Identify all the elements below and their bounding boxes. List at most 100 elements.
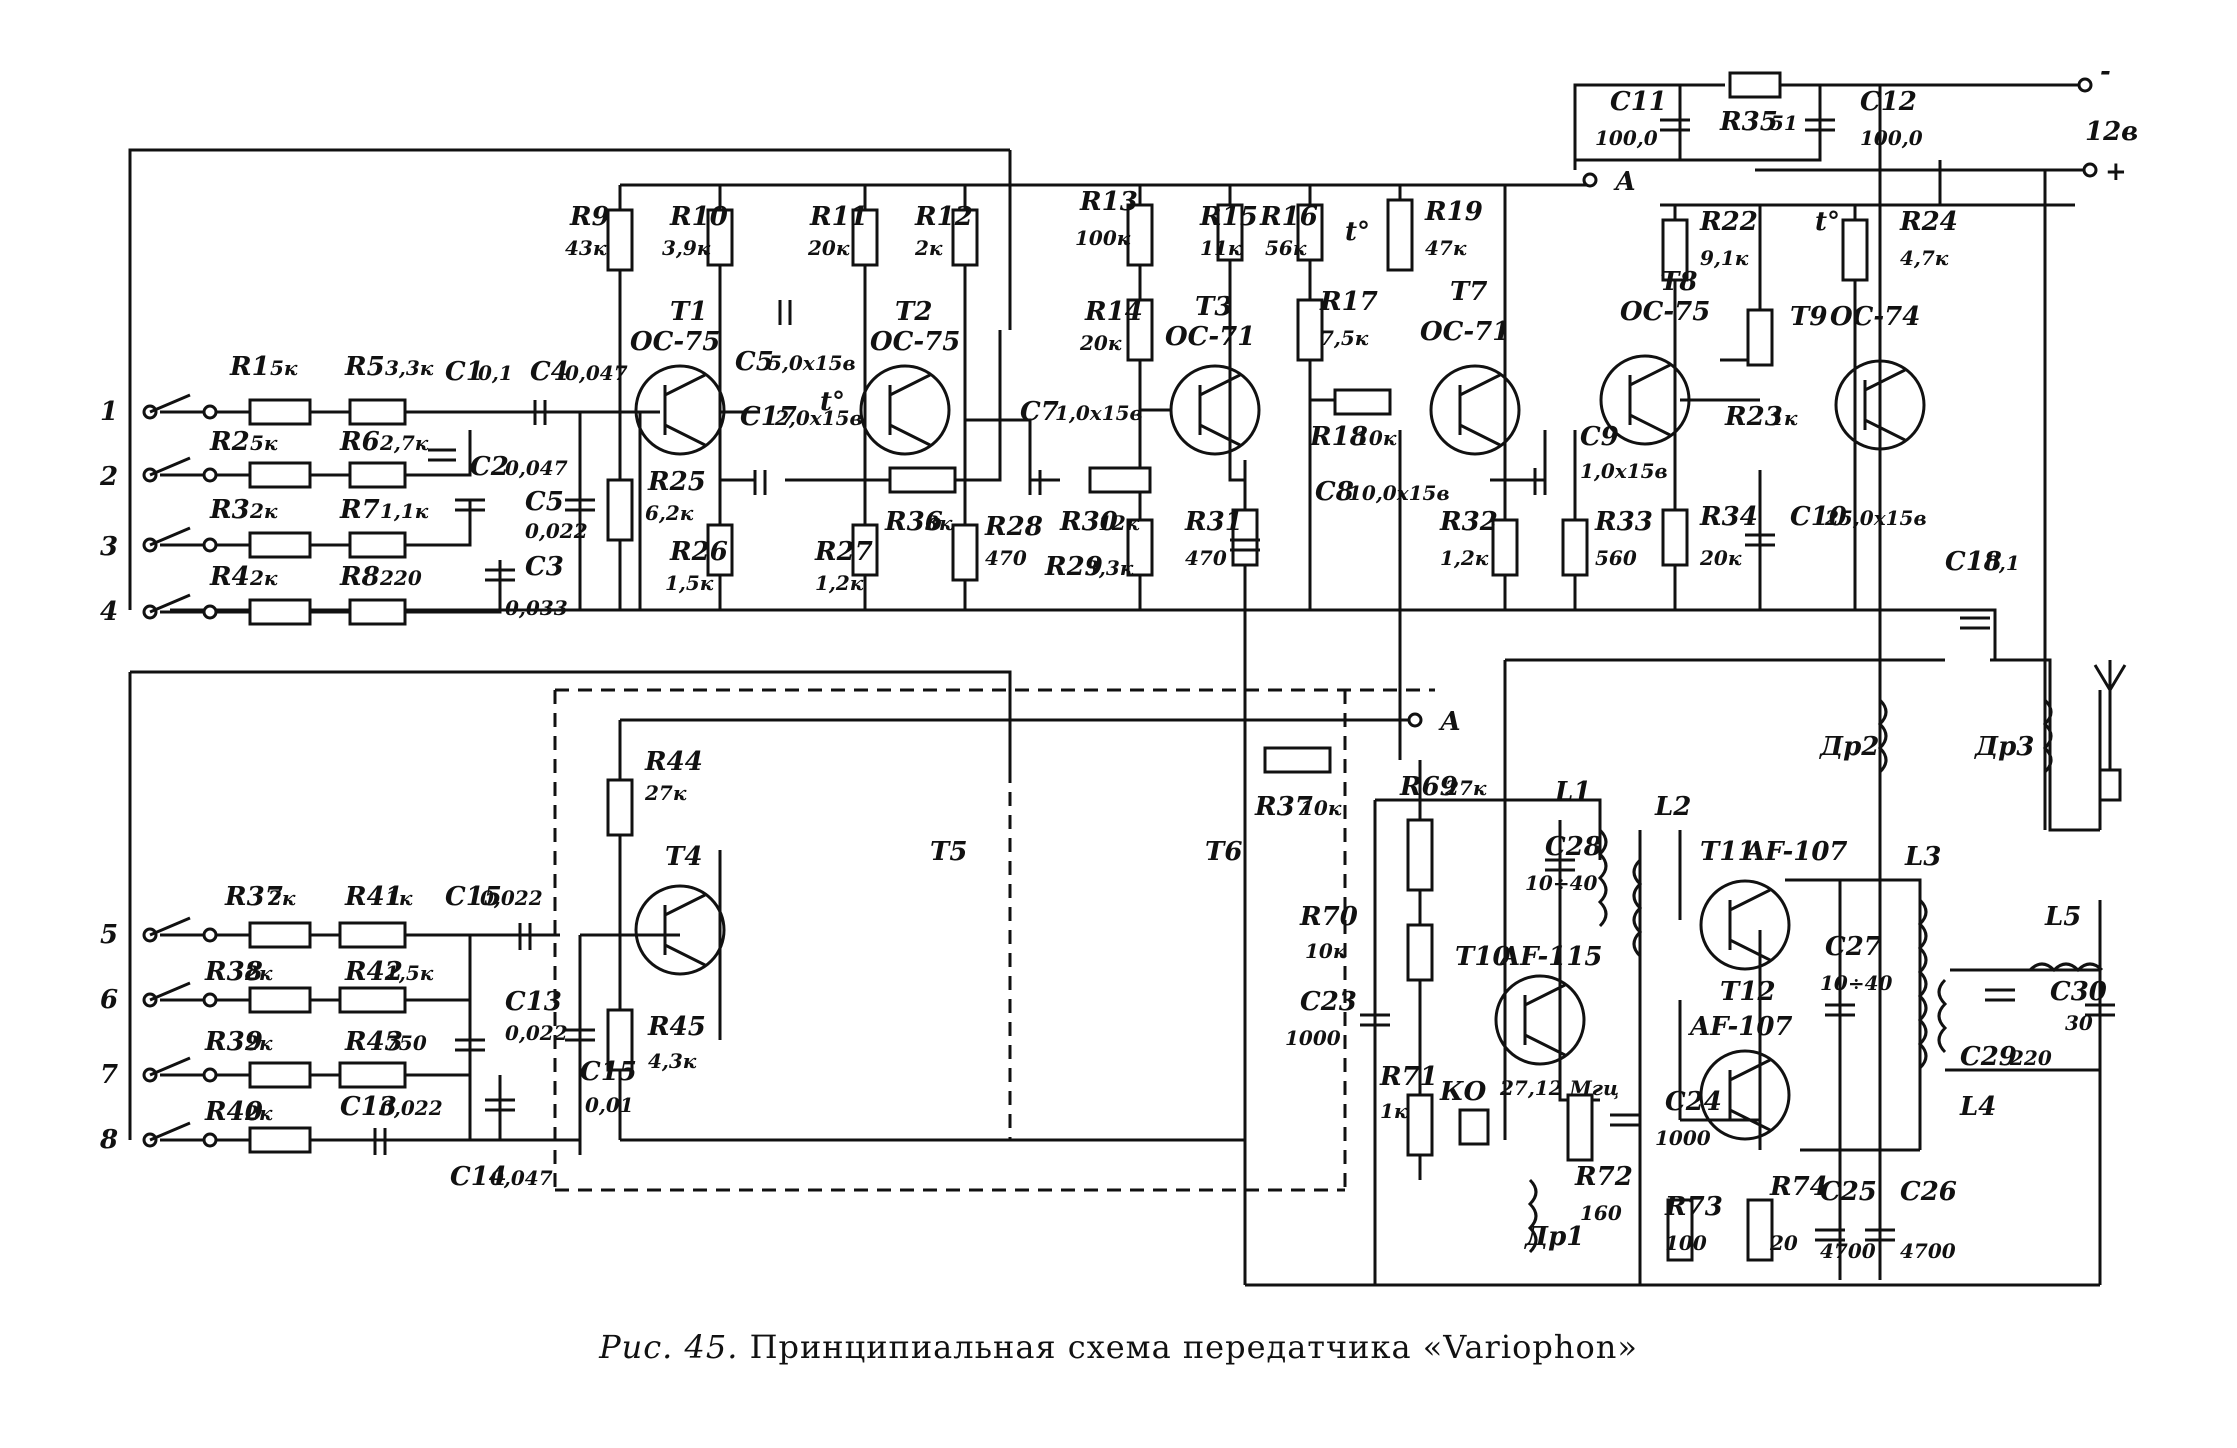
- T2-name: T2: [895, 297, 932, 327]
- C15-name: C15: [445, 882, 502, 912]
- R30-value: 12к: [1098, 511, 1140, 535]
- T10-name: T10: [1455, 942, 1511, 972]
- T3-type: ОС-71: [1165, 322, 1255, 352]
- R1-name: R1: [229, 352, 270, 382]
- R10-value: 3,9к: [662, 236, 711, 260]
- R29-name: R29: [1044, 552, 1103, 582]
- R43-value: 750: [385, 1031, 427, 1055]
- input-label-1: 1: [100, 397, 118, 427]
- R15-value: 11к: [1200, 236, 1242, 260]
- node-a-top: А: [1613, 167, 1636, 197]
- R1-value: 5к: [270, 356, 298, 380]
- T7-name: T7: [1450, 277, 1487, 307]
- R23-value: 1к: [1770, 406, 1798, 430]
- C24-value: 1000: [1655, 1126, 1711, 1150]
- C17-name: C17: [740, 402, 797, 432]
- module-t5: T5: [930, 837, 967, 867]
- C13a-value: 0,022: [505, 1021, 568, 1045]
- input-switch-1: [142, 393, 218, 420]
- R33-value: 560: [1595, 546, 1637, 570]
- C7-name: C7: [1020, 397, 1059, 427]
- crystal-name: КО: [1439, 1077, 1487, 1107]
- R18-value: 10к: [1355, 426, 1397, 450]
- R24-value: 4,7к: [1900, 246, 1949, 270]
- DR3-name: Др3: [1973, 732, 2034, 762]
- R17-name: R17: [1319, 287, 1378, 317]
- R44-name: R44: [644, 747, 703, 777]
- R4-value: 2к: [249, 566, 278, 590]
- C4-name: C4: [530, 357, 569, 387]
- R3-name: R3: [209, 495, 250, 525]
- figure-title: Принципиальная схема передатчика «Variop…: [749, 1328, 1638, 1366]
- R27-name: R27: [814, 537, 873, 567]
- R28-name: R28: [984, 512, 1043, 542]
- R3-value: 2к: [249, 499, 278, 523]
- R43-name: R43: [344, 1027, 403, 1057]
- R9-name: R9: [569, 202, 610, 232]
- C8-value: 10,0х15в: [1348, 481, 1450, 505]
- R18-name: R18: [1309, 422, 1368, 452]
- L4-name: L4: [1959, 1092, 1996, 1122]
- input-switch-7: [142, 1056, 218, 1083]
- C23-name: C23: [1300, 987, 1357, 1017]
- R41-value: 1к: [385, 886, 413, 910]
- R11-name: R11: [809, 202, 868, 232]
- C10-name: C10: [1790, 502, 1847, 532]
- power-terminals: [1407, 77, 2098, 728]
- C26-name: C26: [1900, 1177, 1957, 1207]
- crystal-frequency: 27,12 Мгц: [1499, 1076, 1619, 1100]
- input-switch-2: [142, 456, 218, 483]
- R12-value: 2к: [914, 236, 943, 260]
- C28-name: C28: [1545, 832, 1602, 862]
- R31-name: R31: [1184, 507, 1243, 537]
- R42-name: R42: [344, 957, 403, 987]
- R73-value: 100: [1665, 1231, 1707, 1255]
- T7-type: ОС-71: [1420, 317, 1510, 347]
- R15-name: R15: [1199, 202, 1258, 232]
- input-switch-3: [142, 526, 218, 553]
- dashed-modules: [553, 688, 1435, 1192]
- R31-value: 470: [1185, 546, 1227, 570]
- R35-name: R35: [1719, 107, 1778, 137]
- R13-name: R13: [1079, 187, 1138, 217]
- R36-value: 3к: [925, 511, 953, 535]
- R45-name: R45: [647, 1012, 706, 1042]
- input-switches: [142, 393, 218, 1148]
- input-label-6: 6: [100, 985, 118, 1015]
- input-switch-6: [142, 981, 218, 1008]
- input-label-8: 8: [99, 1125, 118, 1155]
- R74-name: R74: [1769, 1172, 1828, 1202]
- T4-name: T4: [665, 842, 702, 872]
- C13a-name: C13: [505, 987, 562, 1017]
- R19-name: R19: [1424, 197, 1483, 227]
- R35-value: 51: [1770, 111, 1798, 135]
- R2-value: 5к: [250, 431, 278, 455]
- R71-value: 1к: [1380, 1099, 1408, 1123]
- R32-value: 1,2к: [1440, 546, 1489, 570]
- T11-name: T11: [1700, 837, 1756, 867]
- L5-name: L5: [2044, 902, 2081, 932]
- C11-name: C11: [1610, 87, 1667, 117]
- C18-name: C18: [1945, 547, 2002, 577]
- R22-value: 9,1к: [1700, 246, 1749, 270]
- T2-type: ОС-75: [870, 327, 960, 357]
- C3-value: 0,033: [505, 596, 568, 620]
- C17-value: 2,0х15в: [774, 406, 863, 430]
- R11-value: 20к: [807, 236, 850, 260]
- R74-value: 20: [1769, 1231, 1798, 1255]
- C5b-value: 5,0х15в: [768, 351, 856, 375]
- R24-name: R24: [1899, 207, 1958, 237]
- C23-value: 1000: [1285, 1026, 1341, 1050]
- R73-name: R73: [1664, 1192, 1723, 1222]
- R41-name: R41: [344, 882, 403, 912]
- C5-name: C5: [525, 487, 564, 517]
- R40-name: R40: [204, 1097, 263, 1127]
- DR1-name: Др1: [1523, 1222, 1584, 1252]
- T9-name: T9: [1790, 302, 1827, 332]
- C25-value: 4700: [1820, 1239, 1876, 1263]
- T8-name: T8: [1660, 267, 1697, 297]
- R2-name: R2: [209, 427, 250, 457]
- figure-number: Рис. 45.: [599, 1328, 739, 1366]
- R26-name: R26: [669, 537, 728, 567]
